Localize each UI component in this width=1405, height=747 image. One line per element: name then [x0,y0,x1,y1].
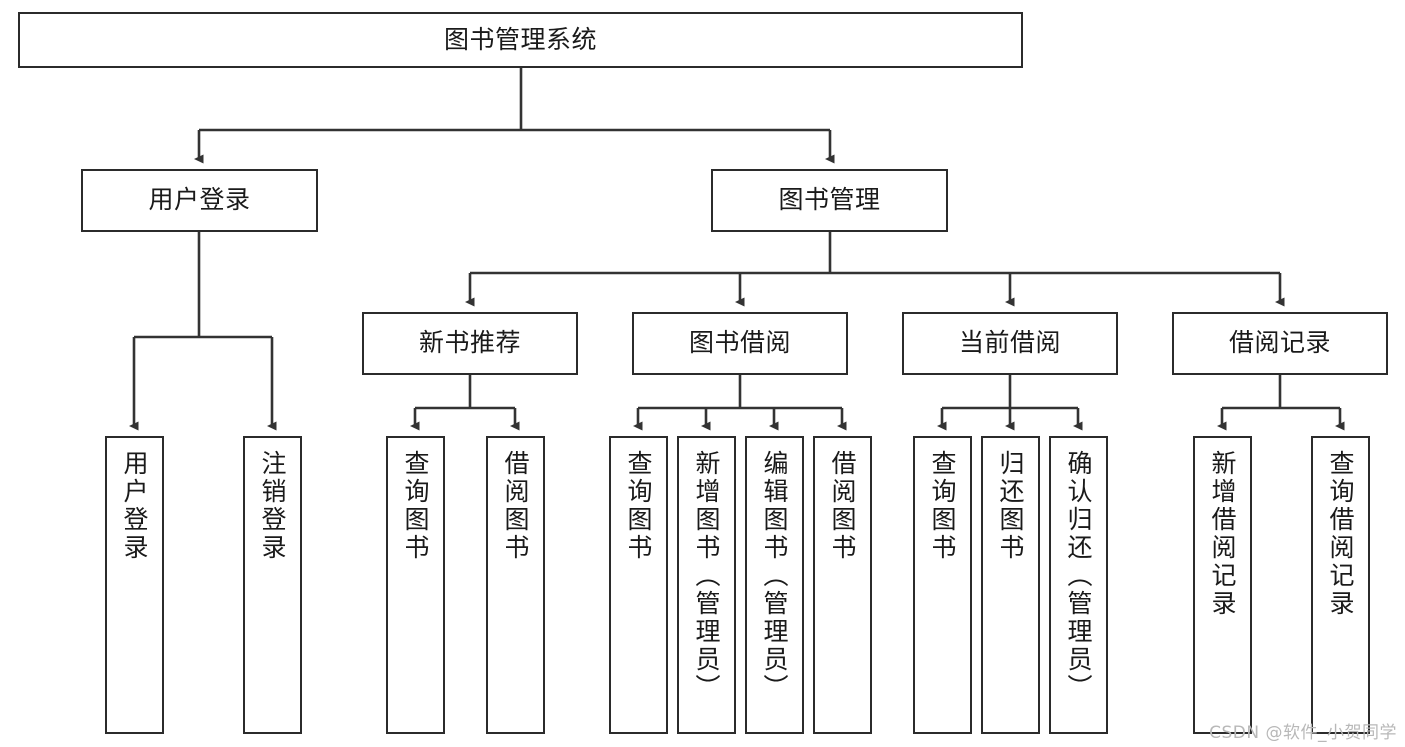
leaf-current-borrow-return[interactable]: 归还图书 [981,436,1040,734]
node-label: 确认归还（管理员） [1064,450,1093,702]
node-label: 查询图书 [624,450,653,562]
leaf-book-borrow-edit-admin[interactable]: 编辑图书（管理员） [745,436,804,734]
leaf-new-book-borrow[interactable]: 借阅图书 [486,436,545,734]
node-label: 查询借阅记录 [1326,450,1355,618]
leaf-borrow-record-add[interactable]: 新增借阅记录 [1193,436,1252,734]
node-label: 注销登录 [258,450,287,562]
leaf-borrow-record-query[interactable]: 查询借阅记录 [1311,436,1370,734]
node-book-borrowing[interactable]: 图书借阅 [632,312,848,375]
node-new-book-recommendation[interactable]: 新书推荐 [362,312,578,375]
node-label: 新书推荐 [418,328,521,358]
node-label: 图书管理 [778,185,881,215]
node-label: 归还图书 [996,450,1025,562]
node-root-book-management-system[interactable]: 图书管理系统 [18,12,1023,68]
node-user-login[interactable]: 用户登录 [81,169,318,232]
csdn-watermark: CSDN @软件_小贺同学 [1209,723,1397,743]
leaf-book-borrow-borrow[interactable]: 借阅图书 [813,436,872,734]
node-label: 用户登录 [120,450,149,562]
leaf-user-login-logout[interactable]: 注销登录 [243,436,302,734]
node-current-borrowing[interactable]: 当前借阅 [902,312,1118,375]
node-borrowing-record[interactable]: 借阅记录 [1172,312,1388,375]
leaf-current-borrow-confirm-return-admin[interactable]: 确认归还（管理员） [1049,436,1108,734]
node-label: 借阅图书 [501,450,530,562]
leaf-book-borrow-query[interactable]: 查询图书 [609,436,668,734]
leaf-user-login-login[interactable]: 用户登录 [105,436,164,734]
node-label: 查询图书 [928,450,957,562]
leaf-book-borrow-add-admin[interactable]: 新增图书（管理员） [677,436,736,734]
leaf-new-book-query[interactable]: 查询图书 [386,436,445,734]
node-label: 图书管理系统 [443,24,597,54]
node-label: 新增借阅记录 [1208,450,1237,618]
leaf-current-borrow-query[interactable]: 查询图书 [913,436,972,734]
node-label: 图书借阅 [688,328,791,358]
node-label: 借阅图书 [828,450,857,562]
node-label: 新增图书（管理员） [692,450,721,702]
node-label: 用户登录 [148,185,251,215]
node-label: 当前借阅 [958,328,1061,358]
node-book-management[interactable]: 图书管理 [711,169,948,232]
node-label: 编辑图书（管理员） [760,450,789,702]
node-label: 查询图书 [401,450,430,562]
node-label: 借阅记录 [1228,328,1331,358]
